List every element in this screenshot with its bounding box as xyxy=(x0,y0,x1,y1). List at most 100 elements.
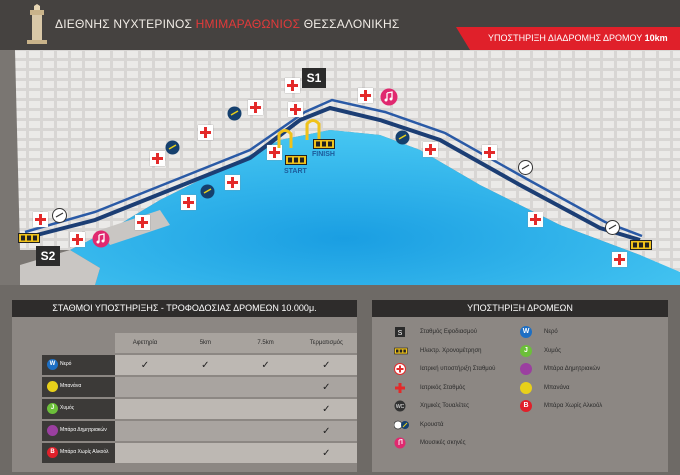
column-header: Αφετηρία xyxy=(114,333,176,355)
check-icon: ✓ xyxy=(322,447,331,459)
station-check-cell: ✓ xyxy=(114,354,176,377)
music-stage-icon xyxy=(92,230,110,248)
station-item-label: Χυμός xyxy=(60,405,75,411)
supply-item-icon: W xyxy=(520,326,532,338)
medical-station-icon xyxy=(423,142,438,157)
check-icon: ✓ xyxy=(140,359,150,371)
legend-label: Ιατρικός Σταθμός xyxy=(420,384,466,391)
start-arch-icon xyxy=(277,129,293,148)
supply-item-icon: J xyxy=(47,403,58,414)
medical-station-icon xyxy=(395,382,405,393)
check-icon: ✓ xyxy=(322,381,331,393)
legend-label: Ιατρική υποστήριξη Σταθμού xyxy=(420,366,496,372)
medical-station-icon xyxy=(288,102,303,117)
column-header: Τερματισμός xyxy=(295,333,357,355)
medical-station-icon xyxy=(285,78,300,93)
supply-item-icon: J xyxy=(520,344,532,357)
medical-station-icon xyxy=(135,215,150,230)
station-item-name: Μπανάνα xyxy=(42,376,115,399)
legend-label: Χυμός xyxy=(544,347,561,354)
station-check-cell xyxy=(175,442,236,465)
percussion-icon xyxy=(52,208,67,223)
event-title: ΔΙΕΘΝΗΣ ΝΥΧΤΕΡΙΝΟΣ ΗΜΙΜΑΡΑΘΩΝΙΟΣ ΘΕΣΣΑΛΟ… xyxy=(55,17,400,31)
percussion-icon xyxy=(200,184,215,199)
station-item-label: Μπάρα Χωρίς Αλκοόλ xyxy=(60,449,109,455)
station-check-cell: ✓ xyxy=(235,354,296,377)
legend-label: Ηλεκτρ. Χρονομέτρηση xyxy=(420,347,482,354)
station-check-cell: ✓ xyxy=(295,442,357,465)
medical-station-icon xyxy=(150,151,165,166)
supply-item-icon xyxy=(520,363,532,375)
percussion-icon xyxy=(227,106,242,121)
timing-mat-icon xyxy=(630,240,652,250)
station-item-name: Μπάρα Δημητριακών xyxy=(42,420,115,443)
check-icon: ✓ xyxy=(322,403,331,415)
station-check-cell xyxy=(235,398,296,421)
station-check-cell xyxy=(114,420,176,443)
supply-item-icon xyxy=(47,381,58,392)
station-item-label: Μπανάνα xyxy=(60,383,82,389)
check-icon: ✓ xyxy=(201,359,210,371)
station-row: Μπάρα Δημητριακών ✓ xyxy=(42,420,357,443)
start-label: START xyxy=(284,168,307,175)
check-icon: ✓ xyxy=(322,425,331,437)
medical-station-icon xyxy=(482,145,497,160)
supply-item-icon: B xyxy=(47,447,58,458)
legend-label: Νερό xyxy=(544,329,558,335)
legend-label: Χημικές Τουαλέτες xyxy=(420,403,469,409)
music-stage-icon xyxy=(380,88,398,106)
finish-arch-icon xyxy=(305,119,321,140)
title-suffix: ΘΕΣΣΑΛΟΝΙΚΗΣ xyxy=(300,17,400,31)
route-map: S1 S2 START FINISH xyxy=(0,50,680,285)
check-icon: ✓ xyxy=(261,359,270,371)
percussion-icon xyxy=(394,420,409,429)
medical-station-icon xyxy=(198,125,213,140)
medical-station-icon xyxy=(248,100,263,115)
medical-station-icon xyxy=(33,212,48,227)
station-row: Μπανάνα ✓ xyxy=(42,376,357,399)
legend-label: Μπανάνα xyxy=(544,384,570,391)
toilet-icon: WC xyxy=(394,400,406,412)
percussion-icon xyxy=(395,130,410,145)
white-tower-logo-icon xyxy=(27,4,47,44)
finish-label: FINISH xyxy=(312,151,335,158)
check-icon: ✓ xyxy=(322,359,331,371)
station-check-cell xyxy=(175,398,236,421)
medical-station-icon xyxy=(267,145,282,160)
legend-label: Κρουστά xyxy=(420,421,444,428)
supply-item-icon xyxy=(520,381,532,394)
station-check-cell xyxy=(175,376,236,399)
legend-label: Μπάρα Δημητριακών xyxy=(544,366,601,372)
map-canvas xyxy=(0,50,680,285)
station-check-cell xyxy=(235,442,296,465)
title-accent: ΗΜΙΜΑΡΑΘΩΝΙΟΣ xyxy=(195,17,301,31)
column-header: 7.5km xyxy=(235,333,296,355)
stations-header-row: Αφετηρία 5km 7.5km Τερματισμός xyxy=(42,333,357,355)
medical-station-icon xyxy=(225,175,240,190)
station-check-cell xyxy=(235,420,296,443)
stations-panel-title: ΣΤΑΘΜΟΙ ΥΠΟΣΤΗΡΙΞΗΣ - ΤΡΟΦΟΔΟΣΙΑΣ ΔΡΟΜΕΩ… xyxy=(12,300,357,317)
station-item-label: Νερό xyxy=(60,361,72,367)
legend-label: Μουσικές σκηνές xyxy=(420,440,466,446)
legend-panel-title: ΥΠΟΣΤΗΡΙΞΗ ΔΡΟΜΕΩΝ xyxy=(372,300,668,317)
timing-mat-icon xyxy=(313,139,335,149)
percussion-icon xyxy=(165,140,180,155)
medical-station-icon xyxy=(181,195,196,210)
station-check-cell: ✓ xyxy=(295,354,357,377)
medical-station-icon xyxy=(70,232,85,247)
supply-item-icon: B xyxy=(520,400,532,412)
medical-station-icon xyxy=(528,212,543,227)
timing-mat-icon xyxy=(285,155,307,165)
station-check-cell: ✓ xyxy=(295,398,357,421)
svg-text:WC: WC xyxy=(396,404,405,410)
medical-support-icon xyxy=(394,363,406,375)
